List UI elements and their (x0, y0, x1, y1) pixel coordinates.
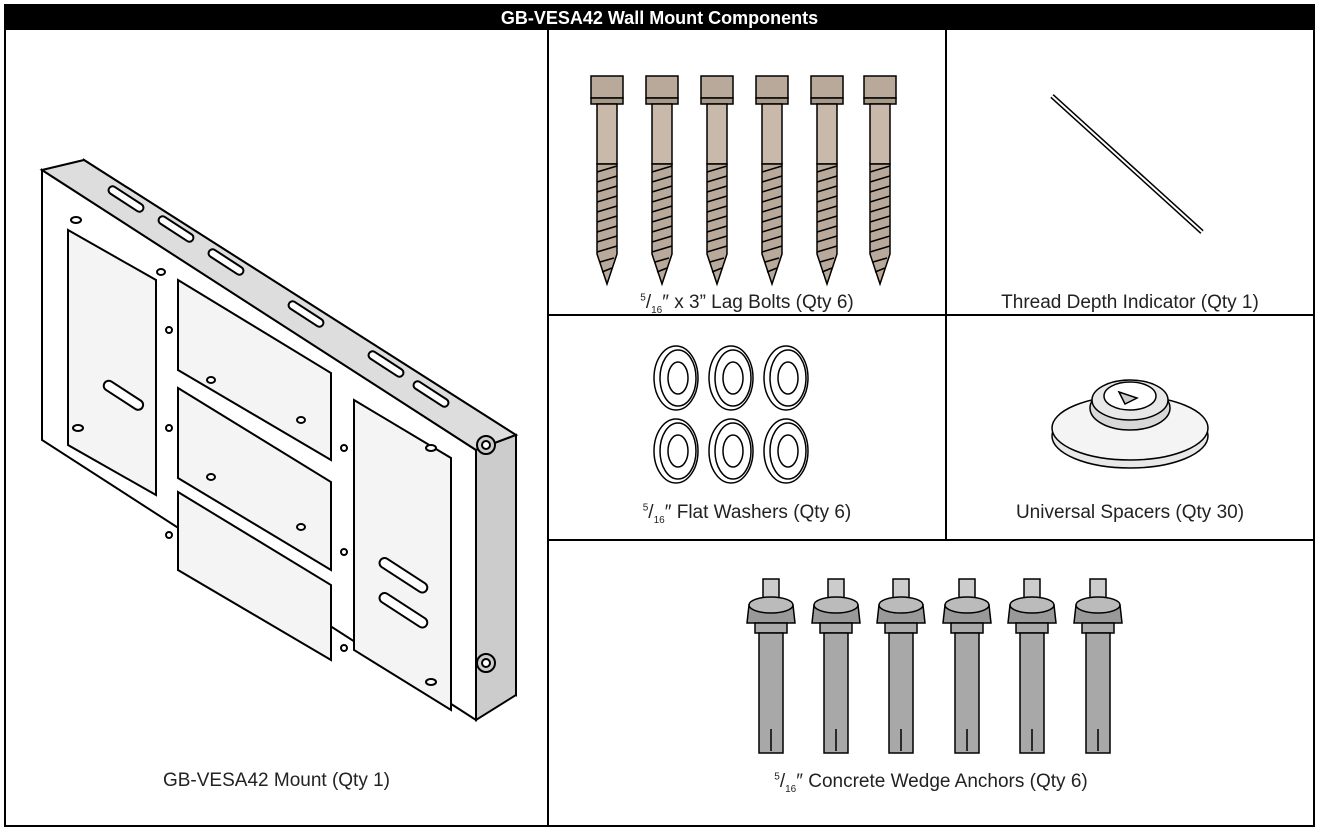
mount-cell: GB-VESA42 Mount (Qty 1) (6, 30, 547, 825)
components-sheet: GB-VESA42 Wall Mount Components (4, 4, 1315, 827)
wedge-anchors-cell: 5/16″ Concrete Wedge Anchors (Qty 6) (549, 541, 1313, 825)
divider (547, 539, 1313, 541)
mount-caption: GB-VESA42 Mount (Qty 1) (162, 770, 391, 791)
flat-washers-caption: 5/16″ Flat Washers (Qty 6) (642, 502, 852, 526)
spacers-caption: Universal Spacers (Qty 30) (1015, 502, 1245, 523)
divider (547, 30, 549, 825)
thread-indicator-caption: Thread Depth Indicator (Qty 1) (1001, 292, 1259, 313)
thread-indicator-cell: Thread Depth Indicator (Qty 1) (947, 30, 1313, 314)
mount-illustration (39, 158, 519, 722)
thread-indicator-illustration (1050, 94, 1204, 234)
flat-washers-illustration (653, 345, 809, 484)
sheet-title: GB-VESA42 Wall Mount Components (6, 6, 1313, 30)
lag-bolts-illustration (590, 75, 897, 285)
wedge-anchors-caption: 5/16″ Concrete Wedge Anchors (Qty 6) (774, 771, 1088, 795)
flat-washers-cell: 5/16″ Flat Washers (Qty 6) (549, 316, 945, 539)
spacers-cell: Universal Spacers (Qty 30) (947, 316, 1313, 539)
lag-bolts-caption: 5/16″ x 3” Lag Bolts (Qty 6) (640, 292, 854, 316)
divider (547, 314, 1313, 316)
lag-bolts-cell: 5/16″ x 3” Lag Bolts (Qty 6) (549, 30, 945, 316)
spacer-illustration (1051, 379, 1209, 469)
divider (945, 30, 947, 540)
wedge-anchors-illustration (746, 578, 1123, 754)
